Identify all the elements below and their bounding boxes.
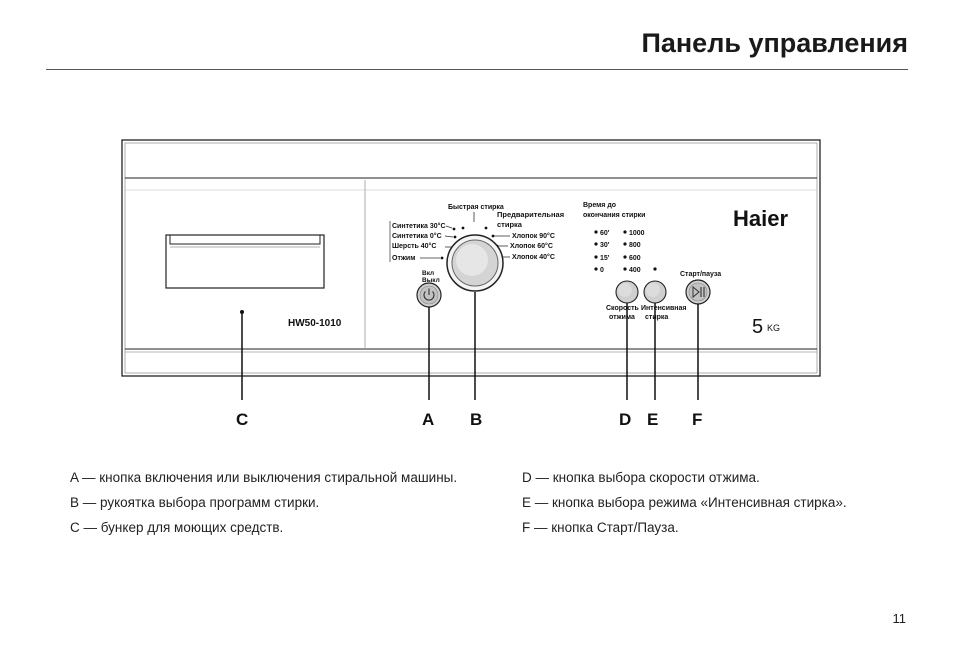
program-dot: [461, 226, 465, 230]
program-cotton-90: Хлопок 90°C: [512, 232, 555, 240]
intensive-button-label-line1: Интенсивная: [641, 305, 687, 312]
callout-letters: C A B D E F: [236, 410, 702, 429]
program-quick-wash: Быстрая стирка: [448, 204, 504, 211]
spin-button-label-line2: отжима: [609, 314, 635, 321]
page-title: Панель управления: [641, 28, 908, 58]
callout-e: E: [647, 410, 658, 429]
program-wool-40: Шерсть 40°C: [392, 242, 436, 250]
spin-indicators: 1000 800 600 400: [623, 230, 645, 274]
program-synthetic-30: Синтетика 30°C: [392, 222, 446, 230]
svg-text:30': 30': [600, 242, 610, 249]
program-selector-knob[interactable]: [446, 234, 504, 292]
callout-c: C: [236, 410, 248, 429]
intensive-button-label-line2: стирка: [645, 314, 668, 321]
spin-speed-button[interactable]: [615, 280, 639, 304]
start-pause-button[interactable]: [685, 279, 711, 305]
svg-text:0: 0: [600, 267, 604, 274]
svg-text:1000: 1000: [629, 230, 645, 237]
legend-item-e: E — кнопка выбора режима «Интенсивная ст…: [522, 495, 847, 510]
svg-text:60': 60': [600, 230, 610, 237]
program-synthetic-0: Синтетика 0°C: [392, 232, 442, 240]
play-pause-icon: [692, 285, 705, 299]
callout-b: B: [470, 410, 482, 429]
legend-item-f: F — кнопка Старт/Пауза.: [522, 520, 679, 535]
callout-d: D: [619, 410, 631, 429]
program-cotton-60: Хлопок 60°C: [510, 242, 553, 250]
intensive-indicator: [653, 267, 657, 271]
model-label: HW50-1010: [288, 318, 342, 329]
program-labels-left: Синтетика 30°C Синтетика 0°C Шерсть 40°C…: [389, 221, 457, 262]
program-prewash-line2: стирка: [497, 220, 523, 229]
callout-f: F: [692, 410, 702, 429]
legend-item-b: B — рукоятка выбора программ стирки.: [70, 495, 320, 510]
svg-text:400: 400: [629, 267, 641, 274]
program-prewash-line1: Предварительная: [497, 210, 564, 219]
callout-dot: [240, 310, 244, 314]
svg-text:15': 15': [600, 255, 610, 262]
power-label-on: Вкл: [422, 270, 434, 277]
time-indicators: 60' 30' 15' 0: [594, 230, 610, 274]
capacity-unit: KG: [767, 323, 780, 333]
time-title-line2: окончания стирки: [583, 212, 645, 219]
capacity-number: 5: [752, 316, 763, 338]
spin-button-label-line1: Скорость: [606, 305, 640, 312]
program-dot: [484, 226, 488, 230]
legend-left: A — кнопка включения или выключения стир…: [70, 465, 457, 540]
callout-lines: [241, 292, 699, 400]
header-rule: [46, 69, 908, 70]
panel-inner-frame: [124, 142, 818, 374]
svg-text:600: 600: [629, 255, 641, 262]
power-button[interactable]: [416, 282, 442, 308]
legend-item-c: C — бункер для моющих средств.: [70, 520, 284, 535]
detergent-drawer[interactable]: [165, 234, 325, 289]
page-number: 11: [892, 611, 907, 626]
legend-item-a: A — кнопка включения или выключения стир…: [70, 470, 458, 485]
legend-item-d: D — кнопка выбора скорости отжима.: [522, 470, 760, 485]
legend-right: D — кнопка выбора скорости отжима. E — к…: [522, 465, 847, 540]
power-icon: [423, 288, 435, 301]
svg-text:800: 800: [629, 242, 641, 249]
callout-a: A: [422, 410, 434, 429]
intensive-wash-button[interactable]: [643, 280, 667, 304]
power-label-off: Выкл: [422, 277, 440, 284]
program-cotton-40: Хлопок 40°C: [512, 253, 555, 261]
program-spin: Отжим: [392, 255, 415, 262]
brand-logo: Haier: [733, 206, 788, 231]
time-title-line1: Время до: [583, 202, 616, 209]
start-pause-label: Старт/пауза: [680, 271, 721, 278]
panel-outer-frame: [121, 139, 821, 377]
